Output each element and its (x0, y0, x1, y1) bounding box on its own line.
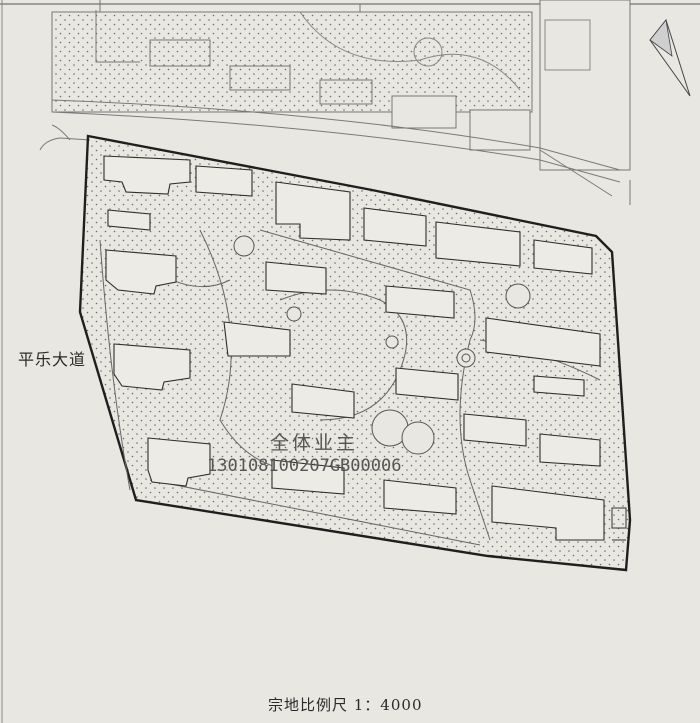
building (195, 165, 253, 197)
building (385, 285, 455, 319)
buildings (103, 155, 605, 541)
building (223, 321, 291, 357)
building (107, 209, 151, 231)
subject-parcel (78, 134, 632, 572)
building (539, 433, 601, 467)
gate-marks (611, 507, 627, 541)
building (363, 207, 427, 247)
owner-label: 全体业主 (270, 432, 359, 454)
building (435, 221, 521, 267)
building (103, 155, 191, 195)
neighbor-parcel-north (51, 0, 631, 171)
building (275, 181, 351, 241)
building (265, 261, 327, 295)
building (463, 413, 527, 447)
building (533, 375, 585, 397)
parcel-code-label: 130108100207GB00006 (207, 456, 402, 476)
building (271, 459, 345, 495)
building (291, 383, 355, 419)
road-name-label: 平乐大道 (18, 350, 87, 369)
building (485, 317, 601, 367)
building (383, 479, 457, 515)
building (113, 343, 191, 391)
building (533, 239, 593, 275)
building (105, 249, 177, 295)
building (147, 437, 211, 487)
scale-label: 宗地比例尺 1：4000 (268, 696, 423, 714)
north-arrow-icon (649, 18, 691, 97)
plaza-circles (233, 235, 531, 455)
building (491, 485, 605, 541)
building (395, 367, 459, 401)
road-network (39, 99, 631, 205)
